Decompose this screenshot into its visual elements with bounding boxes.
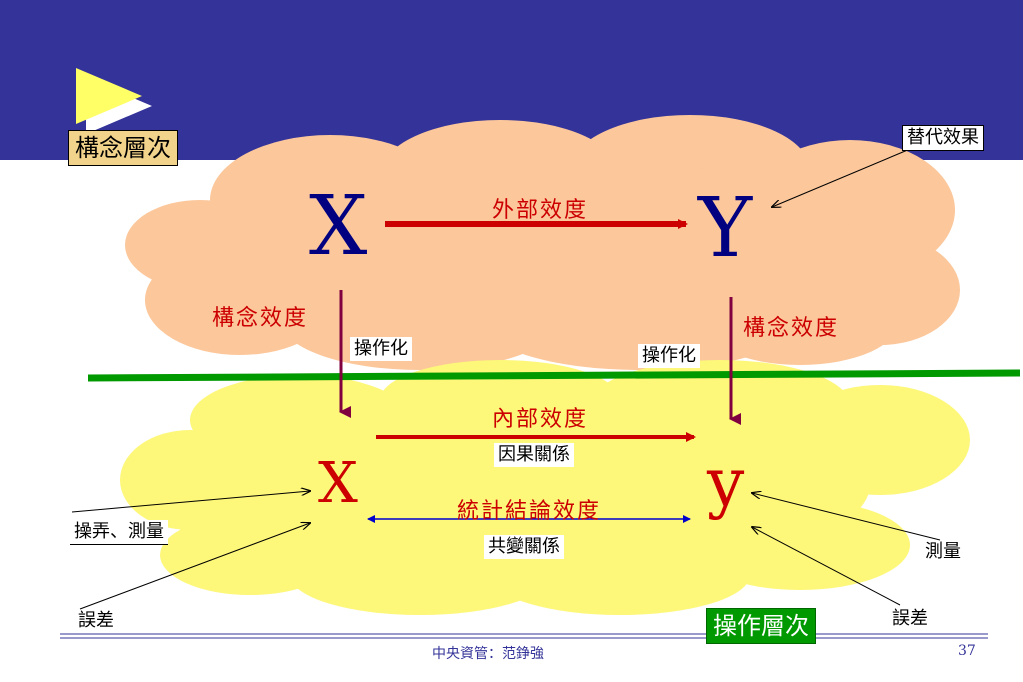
operationalize-right-label: 操作化 — [638, 344, 700, 368]
statistical-validity-label: 統計結論效度 — [457, 499, 602, 524]
operationalize-left-label: 操作化 — [350, 337, 412, 361]
construct-x: X — [309, 179, 368, 274]
construct-validity-right-label: 構念效度 — [743, 316, 840, 341]
manipulate-measure-label: 操弄、測量 — [70, 520, 168, 545]
measure-pointer — [752, 493, 941, 541]
measure-label: 測量 — [925, 541, 961, 562]
internal-validity-label: 內部效度 — [492, 407, 589, 432]
error-right-pointer — [752, 527, 901, 606]
manipulate-pointer — [71, 491, 310, 513]
error-right-label: 誤差 — [892, 608, 928, 629]
operation-level-label: 操作層次 — [706, 608, 816, 644]
footer-author: 中央資管：范錚強 — [432, 646, 544, 662]
error-left-label: 誤差 — [78, 610, 114, 631]
operational-x: X — [318, 451, 358, 516]
construct-validity-left-label: 構念效度 — [212, 306, 309, 331]
substitute-effect-label: 替代效果 — [902, 125, 984, 151]
operation-cloud — [120, 360, 970, 615]
causal-relation-label: 因果關係 — [494, 443, 574, 467]
concept-cloud — [125, 115, 960, 370]
construct-y: Y — [698, 181, 753, 276]
substitute-effect-pointer — [772, 148, 911, 207]
external-validity-label: 外部效度 — [492, 198, 589, 223]
triangle-bullet-icon — [76, 68, 152, 134]
error-left-pointer — [79, 523, 310, 610]
operational-y: y — [707, 444, 745, 521]
page-number: 37 — [958, 643, 976, 659]
covariation-label: 共變關係 — [484, 535, 564, 559]
level-divider — [87, 369, 1021, 382]
concept-level-label: 構念層次 — [68, 130, 178, 166]
